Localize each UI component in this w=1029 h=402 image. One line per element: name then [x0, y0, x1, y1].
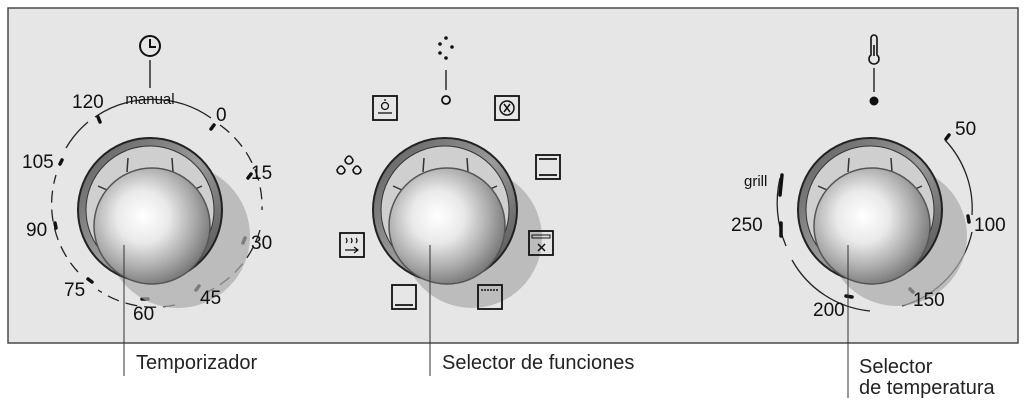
timer-knob[interactable] [93, 167, 211, 285]
clock-icon [139, 35, 161, 57]
temperature-caption-line1: Selector [859, 356, 933, 378]
fan-bottom-heat-icon [528, 230, 554, 256]
timer-scale-120: 120 [72, 92, 104, 113]
temp-scale-200: 200 [813, 300, 845, 321]
temp-scale-150: 150 [913, 290, 945, 311]
temp-scale-grill: grill [744, 173, 767, 190]
fan-icon [494, 95, 520, 121]
timer-scale-60: 60 [133, 304, 154, 325]
timer-caption: Temporizador [136, 352, 258, 374]
function-knob-group [336, 36, 561, 310]
timer-scale-15: 15 [251, 163, 272, 184]
top-heat-icon [477, 284, 503, 310]
timer-scale-30: 30 [251, 233, 272, 254]
temp-scale-250: 250 [731, 215, 763, 236]
temperature-knob[interactable] [813, 167, 931, 285]
temp-scale-50: 50 [955, 119, 976, 140]
timer-knob-group: manual 120 0 15 30 45 60 75 90 105 [22, 35, 272, 325]
temperature-caption-line2: de temperatura [859, 377, 995, 399]
top-bottom-heat-icon [535, 154, 561, 180]
timer-scale-75: 75 [64, 280, 85, 301]
timer-scale-45: 45 [200, 288, 221, 309]
timer-scale-0: 0 [216, 105, 227, 126]
timer-scale-105: 105 [22, 152, 54, 173]
temperature-knob-group: 50 100 150 200 250 grill [731, 34, 1006, 321]
temp-scale-100: 100 [974, 215, 1006, 236]
grill-fan-icon [339, 232, 365, 258]
thermometer-icon [868, 34, 880, 65]
timer-manual-label: manual [125, 91, 174, 108]
timer-scale-90: 90 [26, 220, 47, 241]
function-caption: Selector de funciones [442, 352, 635, 374]
defrost-icon [336, 155, 362, 175]
light-icon [372, 95, 398, 121]
bottom-heat-icon [391, 284, 417, 310]
dots-icon [438, 36, 454, 60]
function-knob[interactable] [388, 167, 506, 285]
